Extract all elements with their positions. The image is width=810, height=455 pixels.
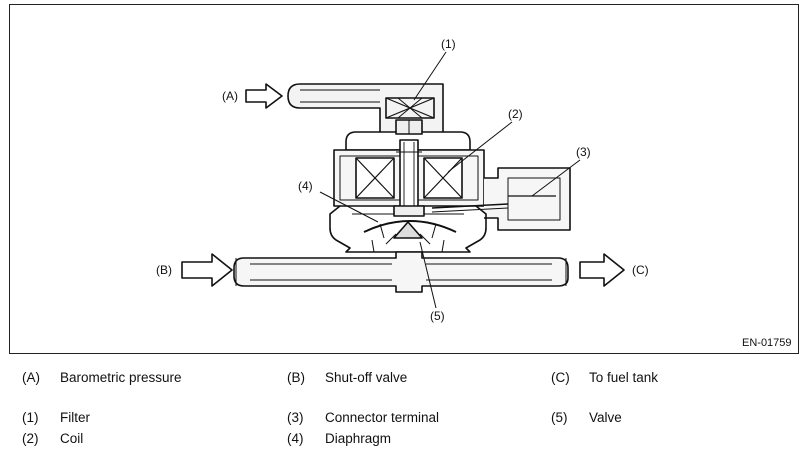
legend-text: Coil (60, 431, 84, 446)
leader-lines (319, 51, 581, 309)
valve-poppet (371, 221, 445, 253)
legend-text: Barometric pressure (60, 370, 182, 385)
legend-code: (1) (22, 410, 39, 425)
callout-b: (B) (156, 263, 172, 277)
callout-1: (1) (441, 37, 456, 51)
legend-code: (4) (287, 431, 304, 446)
callout-5: (5) (430, 309, 445, 323)
callout-4: (4) (298, 179, 313, 193)
legend-code: (A) (22, 370, 40, 385)
main-pipe (233, 251, 569, 293)
coil-left (355, 157, 395, 199)
plunger (396, 139, 422, 211)
legend-text: Connector terminal (325, 410, 440, 425)
legend-text: Diaphragm (325, 431, 392, 446)
legend-text: To fuel tank (589, 370, 659, 385)
legend-text: Shut-off valve (325, 370, 408, 385)
diagram-canvas: (A) (B) (C) (1) (2) (3) (4) (5) EN-01759 (156, 37, 792, 349)
diaphragm (363, 205, 457, 239)
legend: (A) Barometric pressure (B) Shut-off val… (0, 360, 810, 455)
callout-3: (3) (576, 145, 591, 159)
legend-code: (C) (551, 370, 570, 385)
legend-text: Filter (60, 410, 90, 425)
callout-c: (C) (632, 263, 649, 277)
figure-code: EN-01759 (742, 337, 792, 349)
filter-element (385, 97, 435, 119)
arrow-b-icon (181, 253, 233, 287)
valve-diagram: (A) (B) (C) (1) (2) (3) (4) (5) EN-01759 (9, 4, 799, 354)
legend-text: Valve (589, 410, 622, 425)
legend-code: (3) (287, 410, 304, 425)
callout-a: (A) (222, 89, 238, 103)
arrow-a-icon (245, 83, 283, 109)
arrow-c-icon (579, 253, 625, 287)
legend-code: (B) (287, 370, 305, 385)
legend-code: (2) (22, 431, 39, 446)
legend-code: (5) (551, 410, 568, 425)
figure-frame (9, 4, 799, 354)
callout-2: (2) (508, 107, 523, 121)
coil-right (423, 157, 463, 199)
